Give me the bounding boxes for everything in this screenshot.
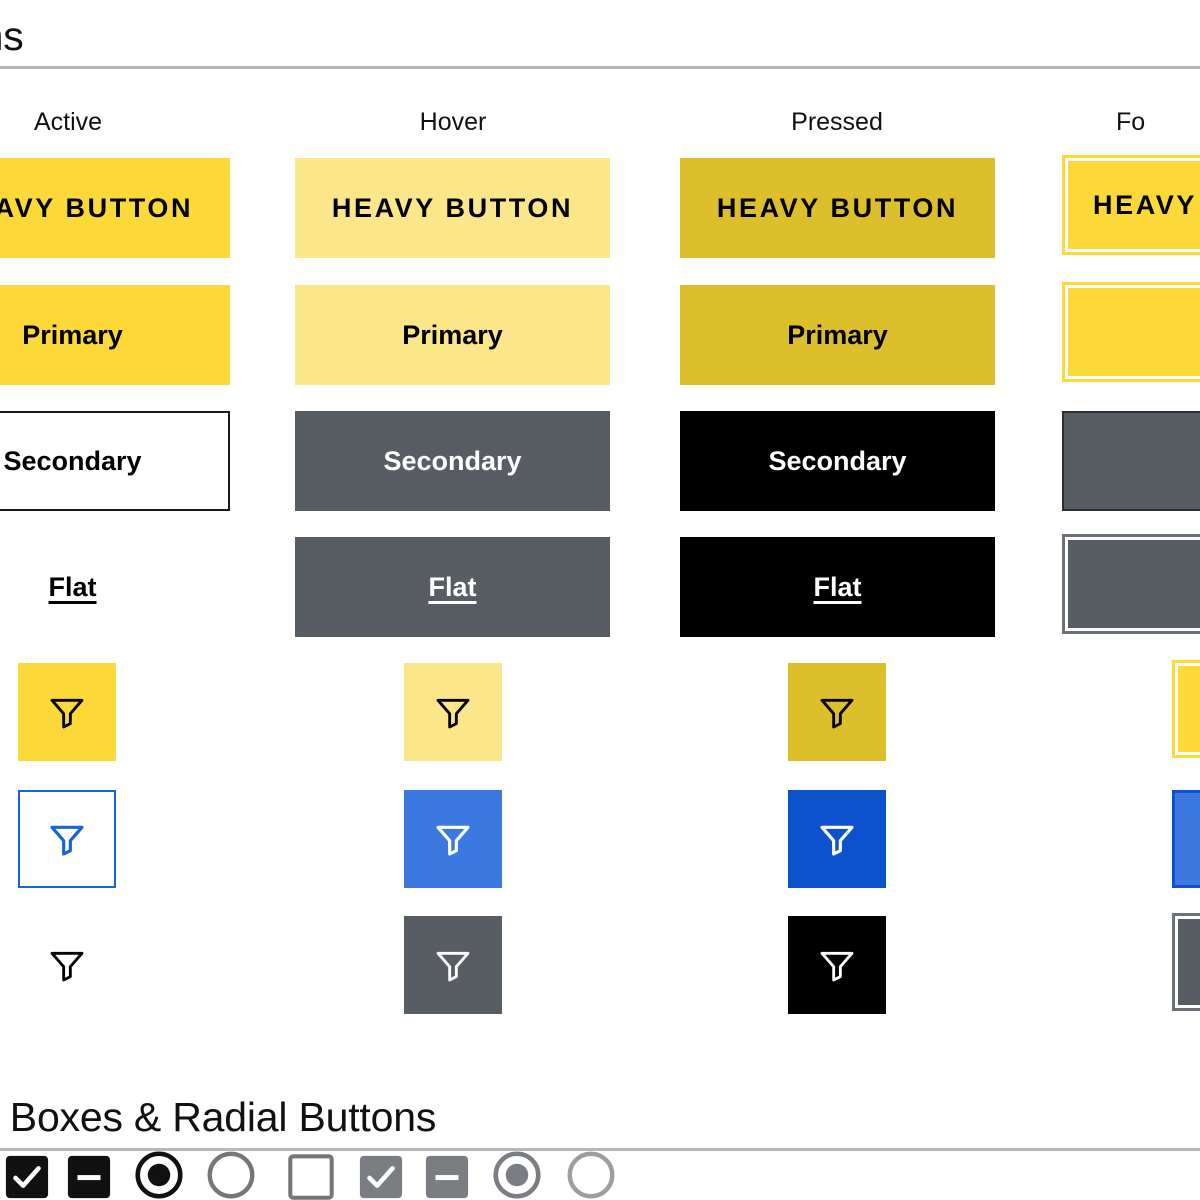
column-header-hover: Hover: [419, 108, 487, 136]
filter-icon: [50, 825, 84, 856]
checkbox-checked-disabled[interactable]: [358, 1154, 404, 1200]
filter-icon-button-dark-hover[interactable]: [404, 916, 502, 1014]
radio-selected[interactable]: [134, 1150, 184, 1200]
flat-button-active[interactable]: Flat: [48, 571, 97, 602]
filter-icon: [436, 698, 470, 729]
primary-button-pressed[interactable]: Primary: [680, 285, 995, 385]
secondary-button-focused[interactable]: Sec: [1062, 411, 1200, 511]
primary-button-active[interactable]: Primary: [0, 285, 230, 385]
checkbox-empty[interactable]: [288, 1154, 334, 1200]
checkbox-indeterminate-disabled[interactable]: [424, 1154, 470, 1200]
secondary-button-active[interactable]: Secondary: [0, 411, 230, 511]
filter-icon: [50, 951, 84, 982]
filter-icon-button-blue-focused[interactable]: [1172, 790, 1200, 888]
radio-empty-icon: [207, 1151, 255, 1199]
filter-icon-button-dark-active[interactable]: [18, 916, 116, 1014]
filter-icon-button-yellow-focused[interactable]: [1172, 660, 1200, 758]
filter-icon: [436, 951, 470, 982]
radio-empty-disabled[interactable]: [566, 1150, 616, 1200]
flat-button-hover[interactable]: Flat: [295, 537, 610, 637]
filter-icon-button-dark-pressed[interactable]: [788, 916, 886, 1014]
page-title: ons: [0, 13, 24, 59]
section-title-controls: ck Boxes & Radial Buttons: [0, 1094, 437, 1140]
filter-icon-button-yellow-active[interactable]: [18, 663, 116, 761]
filter-icon-button-dark-focused[interactable]: [1172, 913, 1200, 1011]
checkbox-empty-icon: [288, 1154, 334, 1200]
radio-empty-disabled-icon: [567, 1151, 615, 1199]
checkbox-checked-icon: [5, 1155, 49, 1199]
secondary-button-pressed[interactable]: Secondary: [680, 411, 995, 511]
checkbox-checked[interactable]: [4, 1154, 50, 1200]
column-header-pressed: Pressed: [791, 108, 883, 136]
filter-icon-button-yellow-pressed[interactable]: [788, 663, 886, 761]
heavy-button-active[interactable]: HEAVY BUTTON: [0, 158, 230, 258]
checkbox-checked-disabled-icon: [359, 1155, 403, 1199]
heavy-button-hover[interactable]: HEAVY BUTTON: [295, 158, 610, 258]
section-divider-buttons: [0, 66, 1200, 69]
radio-empty[interactable]: [206, 1150, 256, 1200]
filter-icon: [50, 698, 84, 729]
flat-button-pressed[interactable]: Flat: [680, 537, 995, 637]
checkbox-indeterminate-icon: [67, 1155, 111, 1199]
radio-selected-disabled[interactable]: [492, 1150, 542, 1200]
filter-icon: [820, 951, 854, 982]
checkbox-indeterminate-disabled-icon: [425, 1155, 469, 1199]
column-header-active: Active: [33, 108, 103, 136]
filter-icon-button-yellow-hover[interactable]: [404, 663, 502, 761]
secondary-button-hover[interactable]: Secondary: [295, 411, 610, 511]
filter-icon: [820, 698, 854, 729]
filter-icon: [820, 825, 854, 856]
radio-selected-disabled-icon: [493, 1151, 541, 1199]
filter-icon-button-blue-hover[interactable]: [404, 790, 502, 888]
checkbox-indeterminate[interactable]: [66, 1154, 112, 1200]
flat-button-focused[interactable]: F: [1062, 534, 1200, 634]
heavy-button-pressed[interactable]: HEAVY BUTTON: [680, 158, 995, 258]
radio-selected-icon: [135, 1151, 183, 1199]
column-header-focused: Fo: [1116, 108, 1146, 136]
primary-button-focused[interactable]: PRI: [1062, 282, 1200, 382]
primary-button-hover[interactable]: Primary: [295, 285, 610, 385]
filter-icon-button-blue-active[interactable]: [18, 790, 116, 888]
heavy-button-focused[interactable]: HEAVY: [1062, 155, 1200, 255]
filter-icon: [436, 825, 470, 856]
section-divider-controls: [0, 1148, 1200, 1151]
filter-icon-button-blue-pressed[interactable]: [788, 790, 886, 888]
